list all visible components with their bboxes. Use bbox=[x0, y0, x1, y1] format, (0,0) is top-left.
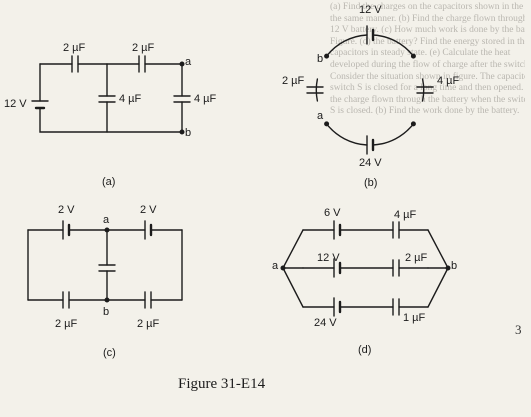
background-text-line: Figure. (d) the battery? Find the energy… bbox=[330, 36, 525, 47]
wire bbox=[39, 101, 183, 133]
node-dot bbox=[280, 265, 286, 271]
capacitor-label: 4 µF bbox=[437, 75, 460, 87]
wire bbox=[372, 34, 415, 57]
wire bbox=[427, 229, 449, 269]
capacitor-label: 4 µF bbox=[119, 93, 142, 105]
capacitor-label: 4 µF bbox=[394, 209, 417, 221]
battery-label: 24 V bbox=[314, 317, 337, 329]
capacitor-label: 4 µF bbox=[194, 93, 217, 105]
node-dot bbox=[179, 61, 185, 67]
right-edge-mark: 3 bbox=[515, 322, 522, 337]
capacitor-label: 2 µF bbox=[137, 318, 160, 330]
node-label-b: b bbox=[451, 260, 458, 272]
circuit-c bbox=[27, 220, 183, 309]
battery-label: 12 V bbox=[359, 4, 382, 16]
circuit-d bbox=[280, 220, 451, 317]
wire bbox=[144, 63, 183, 97]
capacitor-label: 1 µF bbox=[403, 312, 426, 324]
wire bbox=[427, 267, 449, 308]
node-label-a: a bbox=[103, 214, 110, 226]
panel-sublabel: (a) bbox=[102, 176, 116, 188]
circuit-b bbox=[306, 25, 434, 155]
battery-label: 2 V bbox=[58, 204, 75, 216]
background-text-line: (a) Find the charges on the capacitors s… bbox=[330, 2, 524, 12]
node-dot bbox=[104, 227, 110, 233]
capacitor-label: 2 µF bbox=[132, 42, 155, 54]
panel-sublabel: (b) bbox=[364, 177, 378, 189]
node-label-b: b bbox=[317, 53, 324, 65]
wire bbox=[282, 267, 304, 308]
background-text-line: S is closed. (b) Find the work done by t… bbox=[330, 106, 520, 117]
node-dot bbox=[179, 129, 185, 135]
background-text-line: Consider the situation shown in figure. … bbox=[330, 71, 525, 82]
panel-sublabel: (d) bbox=[358, 344, 372, 356]
node-label-a: a bbox=[185, 56, 192, 68]
node-dot bbox=[104, 297, 110, 303]
wire bbox=[421, 78, 425, 102]
background-text-line: switch S is closed for a long time and t… bbox=[330, 83, 525, 94]
wire bbox=[325, 123, 368, 146]
node-label-b: b bbox=[185, 127, 192, 139]
wire bbox=[315, 78, 319, 102]
figure-caption: Figure 31-E14 bbox=[178, 376, 266, 392]
capacitor-label: 2 µF bbox=[63, 42, 86, 54]
background-text-line: the charge flown through the battery whe… bbox=[330, 94, 525, 105]
node-label-a: a bbox=[317, 110, 324, 122]
node-label-a: a bbox=[272, 260, 279, 272]
wire bbox=[325, 34, 368, 57]
battery-label: 6 V bbox=[324, 207, 341, 219]
node-dot bbox=[410, 53, 416, 59]
wire bbox=[282, 229, 304, 269]
node-dot bbox=[445, 265, 451, 271]
background-text-line: 12 V battery. (c) How much work is done … bbox=[330, 25, 525, 36]
battery-label: 2 V bbox=[140, 204, 157, 216]
capacitor-label: 2 µF bbox=[55, 318, 78, 330]
circuit-a bbox=[31, 55, 191, 135]
background-text-line: developed during the flow of charge afte… bbox=[330, 59, 525, 70]
node-dot bbox=[324, 53, 330, 59]
background-text-line: the same manner. (b) Find the charge flo… bbox=[330, 13, 525, 24]
node-label-b: b bbox=[103, 306, 110, 318]
panel-sublabel: (c) bbox=[103, 347, 116, 359]
capacitor-label: 2 µF bbox=[405, 252, 428, 264]
battery-label: 24 V bbox=[359, 157, 382, 169]
wire bbox=[372, 123, 415, 146]
node-dot bbox=[410, 121, 416, 127]
battery-label: 12 V bbox=[4, 98, 27, 110]
background-text-block: (a) Find the charges on the capacitors s… bbox=[330, 2, 525, 118]
background-text-line: capacitors in steady state. (e) Calculat… bbox=[330, 48, 511, 59]
capacitor-label: 2 µF bbox=[282, 75, 305, 87]
node-dot bbox=[324, 121, 330, 127]
battery-label: 12 V bbox=[317, 252, 340, 264]
